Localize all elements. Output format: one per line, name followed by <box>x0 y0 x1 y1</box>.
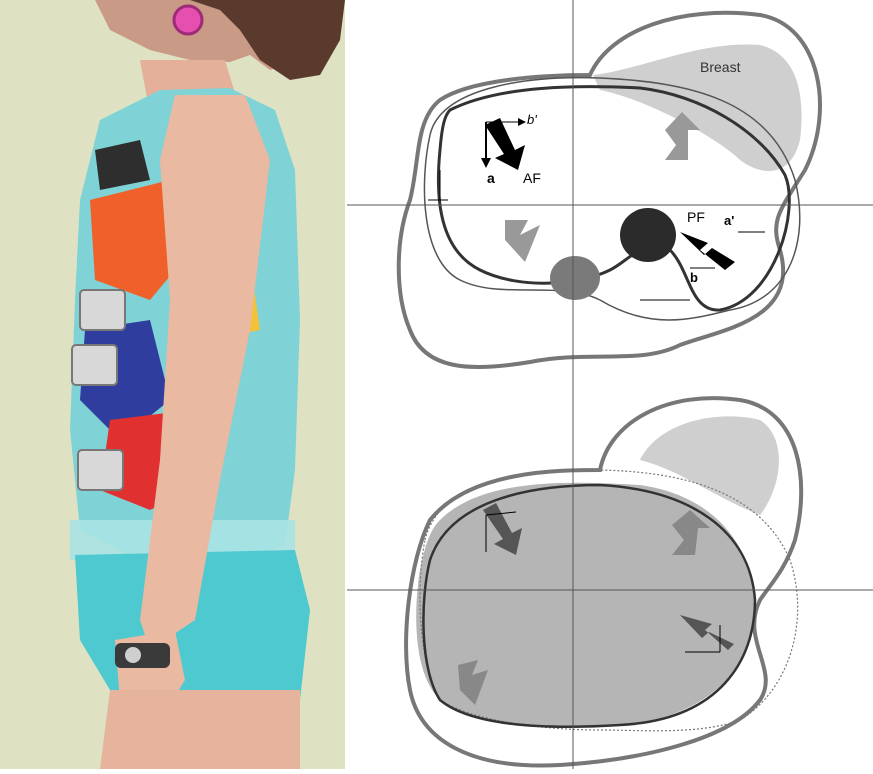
circle-dark-upper <box>620 208 676 262</box>
chevron-down-left <box>505 220 540 262</box>
label-af: AF <box>523 170 541 186</box>
upper-cross-section: Breast AF PF a b' a' b <box>399 13 820 367</box>
vector-b-prime-head <box>518 118 526 126</box>
earring <box>174 6 202 34</box>
label-b-prime: b' <box>527 112 537 127</box>
vector-a-head <box>481 158 491 168</box>
lower-cross-section <box>406 398 801 765</box>
label-b: b <box>690 270 698 285</box>
legs <box>100 690 300 769</box>
label-breast: Breast <box>700 59 741 75</box>
brace-strap-1 <box>80 290 125 330</box>
diagram-canvas: Breast AF PF a b' a' b <box>345 0 873 769</box>
brace-force-diagram: Breast AF PF a b' a' b <box>345 0 873 769</box>
wristwatch <box>115 643 170 668</box>
patient-photo <box>0 0 345 769</box>
brace-strap-2 <box>72 345 117 385</box>
label-a: a <box>487 170 495 186</box>
label-pf: PF <box>687 209 705 225</box>
af-force-arrow <box>485 118 525 170</box>
brace-strap-3 <box>78 450 123 490</box>
watch-face <box>125 647 141 663</box>
pf-force-arrow <box>680 232 735 270</box>
patient-photo-drawing <box>0 0 345 769</box>
label-a-prime: a' <box>724 213 734 228</box>
circle-grey-upper <box>550 256 600 300</box>
